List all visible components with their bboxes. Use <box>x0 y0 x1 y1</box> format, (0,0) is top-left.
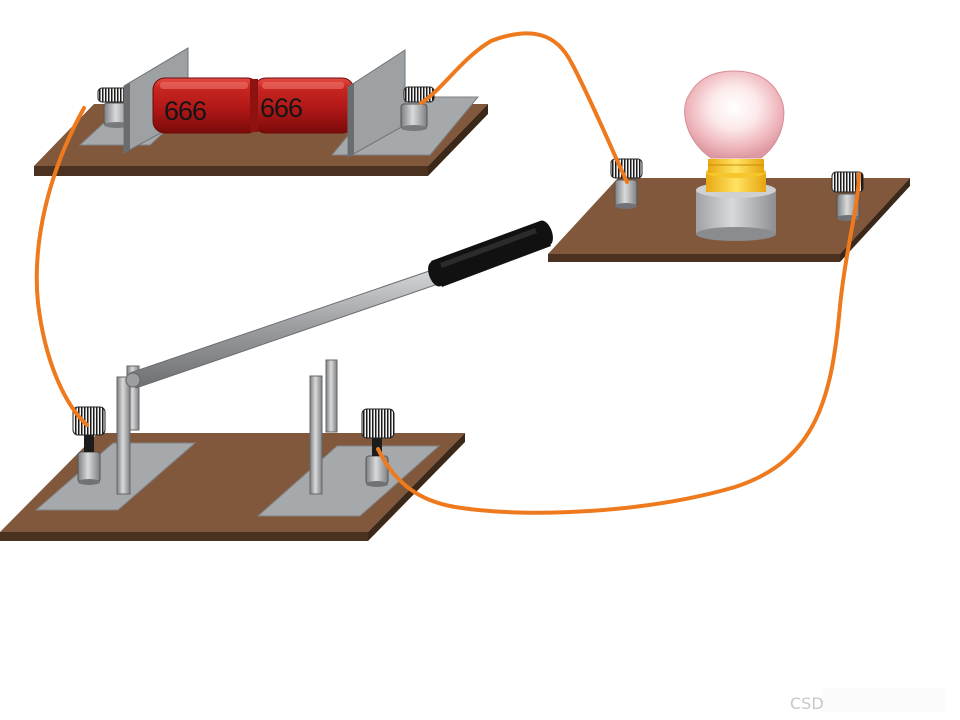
switch-terminal-right <box>361 408 395 487</box>
switch-lever <box>125 267 445 389</box>
watermark: CSD <box>790 688 946 713</box>
battery-cell-1: 666 <box>152 77 260 134</box>
wire-bulb-to-switch <box>376 172 861 515</box>
watermark-text: CSD <box>790 694 824 713</box>
light-bulb <box>684 70 785 159</box>
wire-battery-to-switch <box>34 106 89 427</box>
bulb-socket <box>696 159 776 241</box>
battery-cell-1-label: 666 <box>164 96 206 126</box>
switch-handle <box>428 220 553 287</box>
switch-terminal-left <box>72 406 106 485</box>
switch-contact-posts <box>309 359 338 495</box>
battery-cell-divider <box>250 79 258 132</box>
battery-clip-right <box>347 49 406 158</box>
battery-cell-2-label: 666 <box>260 93 302 123</box>
battery-cell-2: 666 <box>253 77 360 134</box>
bulb-terminal-left <box>610 158 643 209</box>
wire-battery-to-bulb <box>419 31 629 184</box>
wires <box>34 31 861 515</box>
